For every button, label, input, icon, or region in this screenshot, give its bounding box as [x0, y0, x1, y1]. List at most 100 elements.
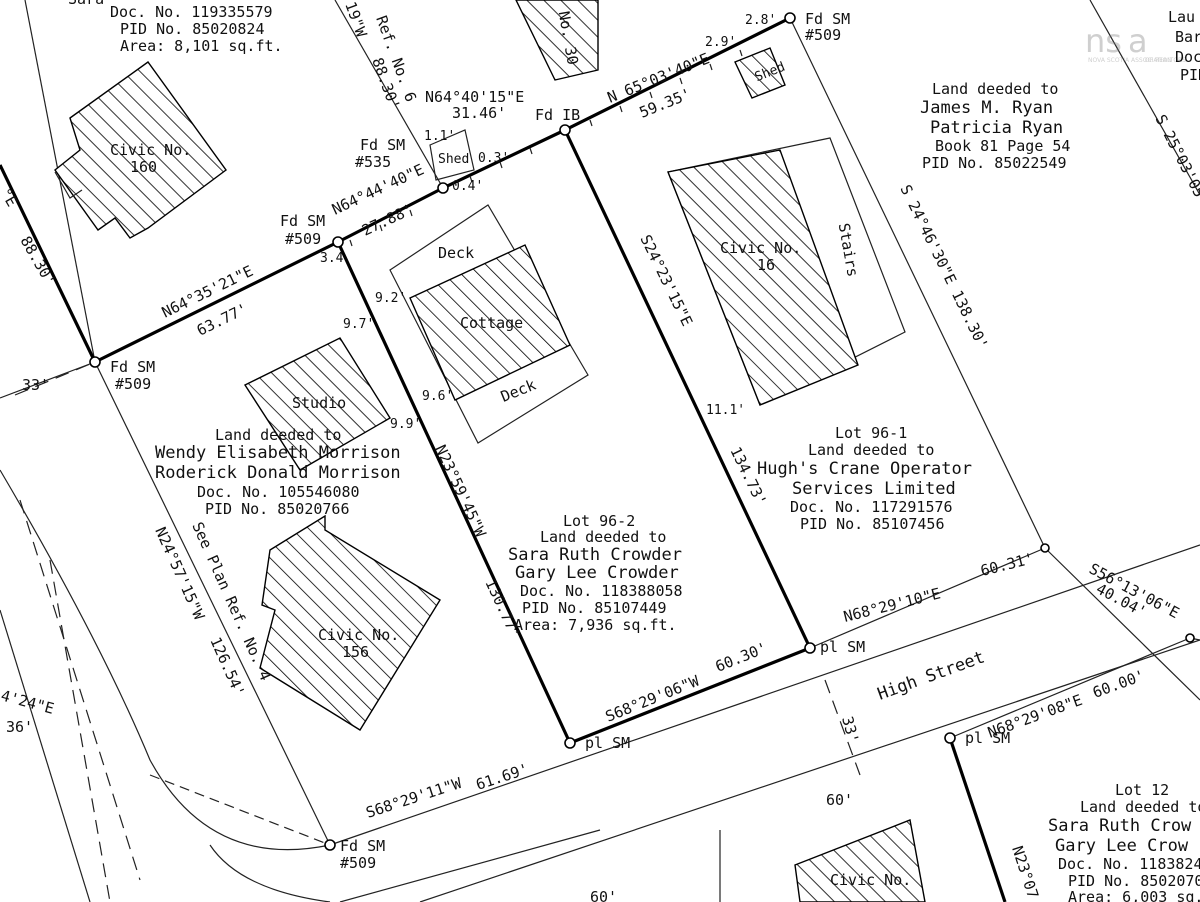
building-civic-160: [54, 61, 227, 239]
lot12-number: Lot 12: [1115, 781, 1169, 799]
top-left-doc: Doc. No. 119335579: [110, 3, 273, 21]
monument-m2-label: Fd SM: [280, 212, 325, 230]
distance-d10: 60.31': [979, 549, 1036, 580]
bearing-b6: S 24°46'30"E 138.30': [896, 182, 991, 352]
top-left-lot-label: Sara Doc. No. 119335579 PID No. 85020824…: [68, 0, 283, 55]
left-thick-line: [0, 164, 97, 363]
offset-o10: 2.8': [745, 13, 776, 28]
monument-labels: Fd SM #509 Fd SM #509 Fd SM #535 Fd IB F…: [110, 10, 1010, 872]
lot-96-1-label: Lot 96-1 Land deeded to Hugh's Crane Ope…: [757, 424, 972, 533]
offset-o8: 0.3': [478, 151, 509, 166]
lot-12-label: Lot 12 Land deeded to Sara Ruth Crow Gar…: [1048, 781, 1200, 902]
distance-d17: 60': [826, 791, 853, 809]
civic-bottom-label: Civic No.: [830, 871, 911, 889]
offset-o1: 9.2': [375, 291, 406, 306]
deck-top-label: Deck: [438, 244, 474, 262]
offset-o6: 3.4: [320, 251, 344, 266]
corner-curve-inner: [209, 844, 331, 902]
ryan-west-line: [789, 17, 1046, 549]
distance-d3: 31.46': [452, 104, 506, 122]
corner-dashed-line: [149, 774, 331, 846]
building-bottom: [794, 819, 926, 902]
lot96-1-title: Land deeded to: [808, 441, 934, 459]
street-name: High Street: [875, 647, 988, 704]
monument-7: [564, 737, 576, 749]
bearing-b5: S24°23'15"E: [636, 232, 696, 329]
morrison-pid: PID No. 85020766: [205, 500, 350, 518]
lot12-west-line: [948, 737, 1007, 902]
watermark-logo: ns a NOVA SCOTIA ASSOCIATION OF REALTORS: [1085, 22, 1186, 64]
civic-16-label-b: 16: [757, 256, 775, 274]
distance-d11: 60.00': [1090, 666, 1147, 701]
lot96-2-south-line: [569, 646, 811, 745]
bearing-b7: N23°59'45"W: [431, 442, 490, 541]
bearing-b17: 4'24"E: [0, 686, 56, 717]
monument-m8-label: pl SM: [820, 638, 865, 656]
lot12-area: Area: 6,003 sq.f: [1068, 888, 1200, 902]
civic-156-label-a: Civic No.: [318, 626, 399, 644]
lot96-1-south-line: [809, 547, 1046, 649]
top-left-pid: PID No. 85020824: [120, 20, 265, 38]
morrison-owner1: Wendy Elisabeth Morrison: [155, 443, 401, 463]
monument-4: [559, 124, 571, 136]
stairs-label: Stairs: [835, 222, 862, 278]
monument-11: [1185, 633, 1195, 643]
civic-16-label-a: Civic No.: [720, 239, 801, 257]
svg-text:Lau: Lau: [1168, 8, 1195, 26]
bearing-b14: S 25°03'05"E: [1151, 112, 1200, 217]
ryan-owner2: Patricia Ryan: [930, 118, 1063, 138]
monument-9: [944, 732, 956, 744]
bearing-b15: N23°07: [1008, 844, 1042, 901]
morrison-doc: Doc. No. 105546080: [197, 483, 360, 501]
left-road-dashed: [14, 361, 96, 396]
monument-2: [332, 236, 344, 248]
morrison-lot-label: Land deeded to Wendy Elisabeth Morrison …: [155, 426, 401, 518]
high-street-south-edge: [419, 639, 1200, 902]
building-civic-156: [259, 514, 441, 731]
distance-d6: 130.77': [481, 576, 524, 641]
distance-d14: 88.30': [17, 233, 60, 289]
offset-o9: 1.1': [424, 129, 455, 144]
cottage-label: Cottage: [460, 314, 523, 332]
bearing-b11: N68°29'10"E: [842, 584, 943, 625]
monument-m3-label: Fd SM: [360, 136, 405, 154]
lot12-owner1: Sara Ruth Crow: [1048, 816, 1192, 836]
building-cottage: [409, 244, 571, 401]
monument-6: [324, 839, 336, 851]
high-street-label: High Street: [875, 647, 988, 704]
studio-label: Studio: [292, 394, 346, 412]
monument-m6-number: #509: [340, 854, 376, 872]
lot12-pid: PID No. 8502070: [1068, 872, 1200, 890]
lot96-2-pid: PID No. 85107449: [522, 599, 667, 617]
lot96-2-number: Lot 96-2: [563, 512, 635, 530]
bearing-b3: N64°40'15"E: [425, 88, 524, 106]
monument-m7-label: pl SM: [585, 734, 630, 752]
civic-160-label-a: Civic No.: [110, 141, 191, 159]
lot96-2-owner2: Gary Lee Crowder: [515, 563, 679, 583]
watermark-text: ns: [1085, 22, 1122, 60]
lot96-1-number: Lot 96-1: [835, 424, 907, 442]
monuments: [89, 12, 1195, 851]
left-road-edge-b: [0, 609, 91, 902]
watermark-association: NOVA SCOTIA ASSOCIATION: [1088, 57, 1172, 64]
distance-d8: 60.30': [713, 639, 770, 676]
svg-text:a: a: [1128, 22, 1148, 60]
monument-m9-label: pl SM: [965, 729, 1010, 747]
shed-left-label: Shed: [438, 152, 469, 167]
distance-d15: 33': [22, 376, 49, 394]
svg-text:Doc: Doc: [1175, 48, 1200, 66]
monument-m5-number: #509: [805, 26, 841, 44]
fence-ticks: [349, 49, 743, 247]
civic-160-label-b: 160: [130, 158, 157, 176]
morrison-owner2: Roderick Donald Morrison: [155, 463, 401, 483]
monument-m3-number: #535: [355, 153, 391, 171]
bearing-b10: S68°29'11"W: [364, 774, 465, 822]
ryan-book: Book 81 Page 54: [935, 137, 1070, 155]
diag-right-line: [1044, 547, 1200, 701]
monument-10: [1040, 543, 1050, 553]
monument-m5-label: Fd SM: [805, 10, 850, 28]
monument-m6-label: Fd SM: [340, 837, 385, 855]
left-road-curve: [0, 469, 331, 851]
